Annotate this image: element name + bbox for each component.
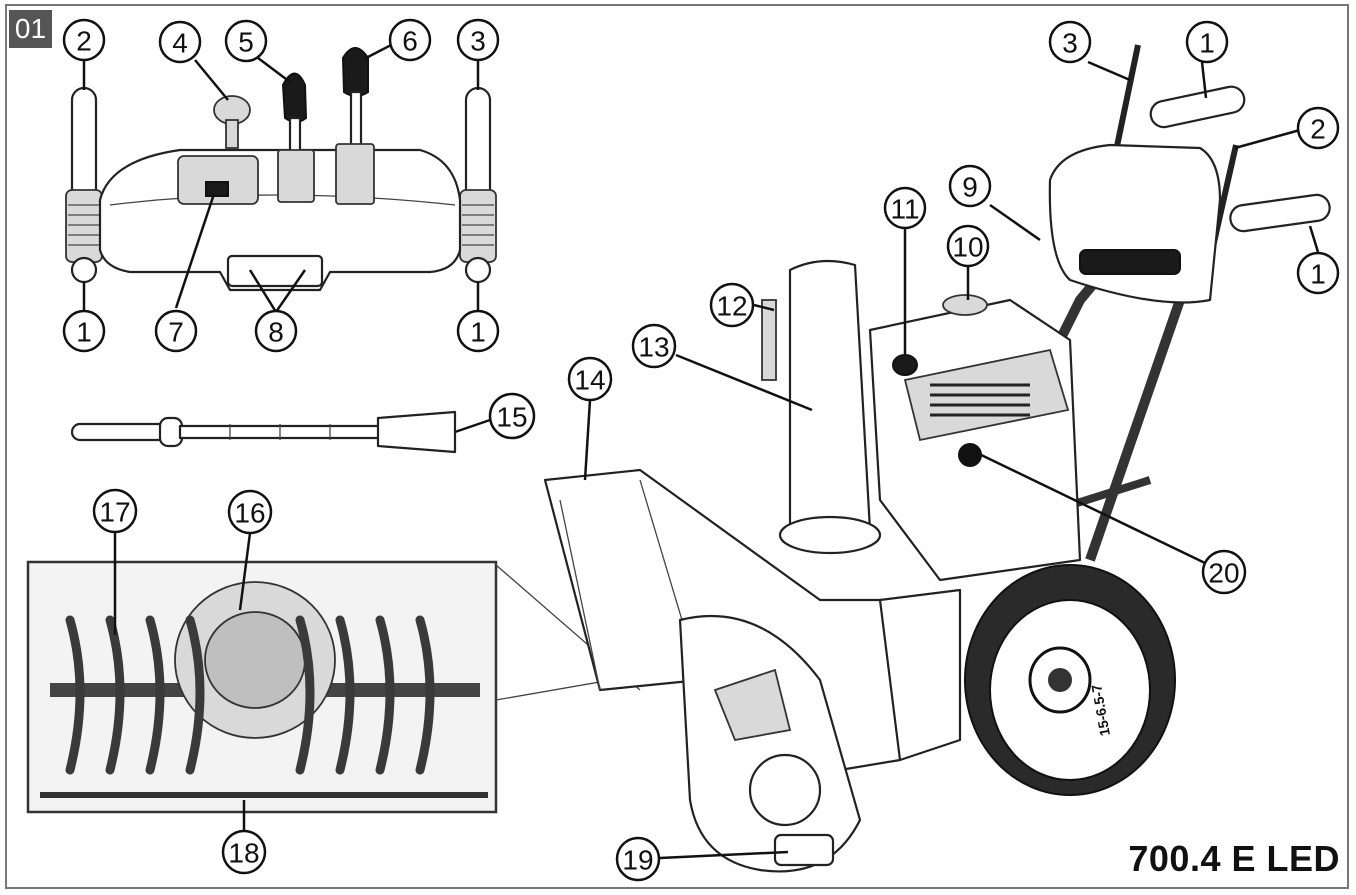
- callout-15: 15: [488, 392, 536, 440]
- callout-18: 18: [221, 829, 267, 875]
- callout-4: 4: [158, 20, 202, 64]
- svg-text:17: 17: [99, 497, 130, 528]
- callout-8: 8: [254, 309, 298, 353]
- svg-text:3: 3: [470, 26, 486, 57]
- svg-text:8: 8: [268, 317, 284, 348]
- svg-text:15: 15: [496, 402, 527, 433]
- svg-text:1: 1: [1199, 28, 1215, 59]
- svg-text:5: 5: [238, 27, 254, 58]
- svg-text:18: 18: [228, 838, 259, 869]
- svg-text:2: 2: [76, 26, 92, 57]
- svg-text:4: 4: [172, 28, 188, 59]
- svg-text:12: 12: [716, 291, 747, 322]
- svg-text:1: 1: [76, 317, 92, 348]
- model-name-label: 700.4 E LED: [1128, 838, 1340, 879]
- callout-6: 6: [388, 18, 432, 62]
- svg-text:1: 1: [1310, 259, 1326, 290]
- callout-11: 11: [883, 186, 927, 230]
- callout-17: 17: [92, 488, 138, 534]
- callout-2-left: 2: [62, 18, 106, 62]
- callout-1-right-a: 1: [1185, 20, 1229, 64]
- svg-text:19: 19: [622, 845, 653, 876]
- callout-19: 19: [615, 836, 661, 882]
- svg-text:9: 9: [962, 172, 978, 203]
- svg-text:3: 3: [1062, 28, 1078, 59]
- auger-detail-inset: [26, 560, 641, 814]
- clean-out-tool-illustration: [70, 410, 457, 454]
- callout-5: 5: [224, 19, 268, 63]
- callout-16: 16: [227, 489, 273, 535]
- svg-text:13: 13: [638, 332, 669, 363]
- callout-10: 10: [946, 224, 990, 268]
- callout-3-right: 3: [1048, 20, 1092, 64]
- svg-text:11: 11: [890, 194, 919, 225]
- figure-frame: [5, 4, 1349, 889]
- svg-text:6: 6: [402, 26, 418, 57]
- figure-number-badge: 01: [9, 10, 52, 48]
- svg-text:7: 7: [168, 317, 184, 348]
- callout-1-left-b: 1: [456, 309, 500, 353]
- callout-7: 7: [154, 309, 198, 353]
- control-panel-illustration: [65, 47, 497, 292]
- callout-1-right-b: 1: [1296, 251, 1340, 295]
- leader-lines: [82, 42, 1320, 860]
- callout-14: 14: [567, 356, 613, 402]
- svg-text:1: 1: [470, 317, 486, 348]
- svg-text:2: 2: [1310, 114, 1326, 145]
- snow-blower-illustration: 15-6.5-7: [543, 44, 1331, 873]
- svg-text:14: 14: [574, 365, 605, 396]
- callout-13: 13: [631, 323, 677, 369]
- callout-12: 12: [709, 282, 755, 328]
- callout-3-left: 3: [456, 18, 500, 62]
- svg-text:10: 10: [952, 232, 983, 263]
- svg-text:20: 20: [1208, 558, 1239, 589]
- callout-2-right: 2: [1296, 106, 1340, 150]
- callout-1-left-a: 1: [62, 309, 106, 353]
- callout-20: 20: [1201, 549, 1247, 595]
- svg-text:16: 16: [234, 498, 265, 529]
- callout-9: 9: [948, 164, 992, 208]
